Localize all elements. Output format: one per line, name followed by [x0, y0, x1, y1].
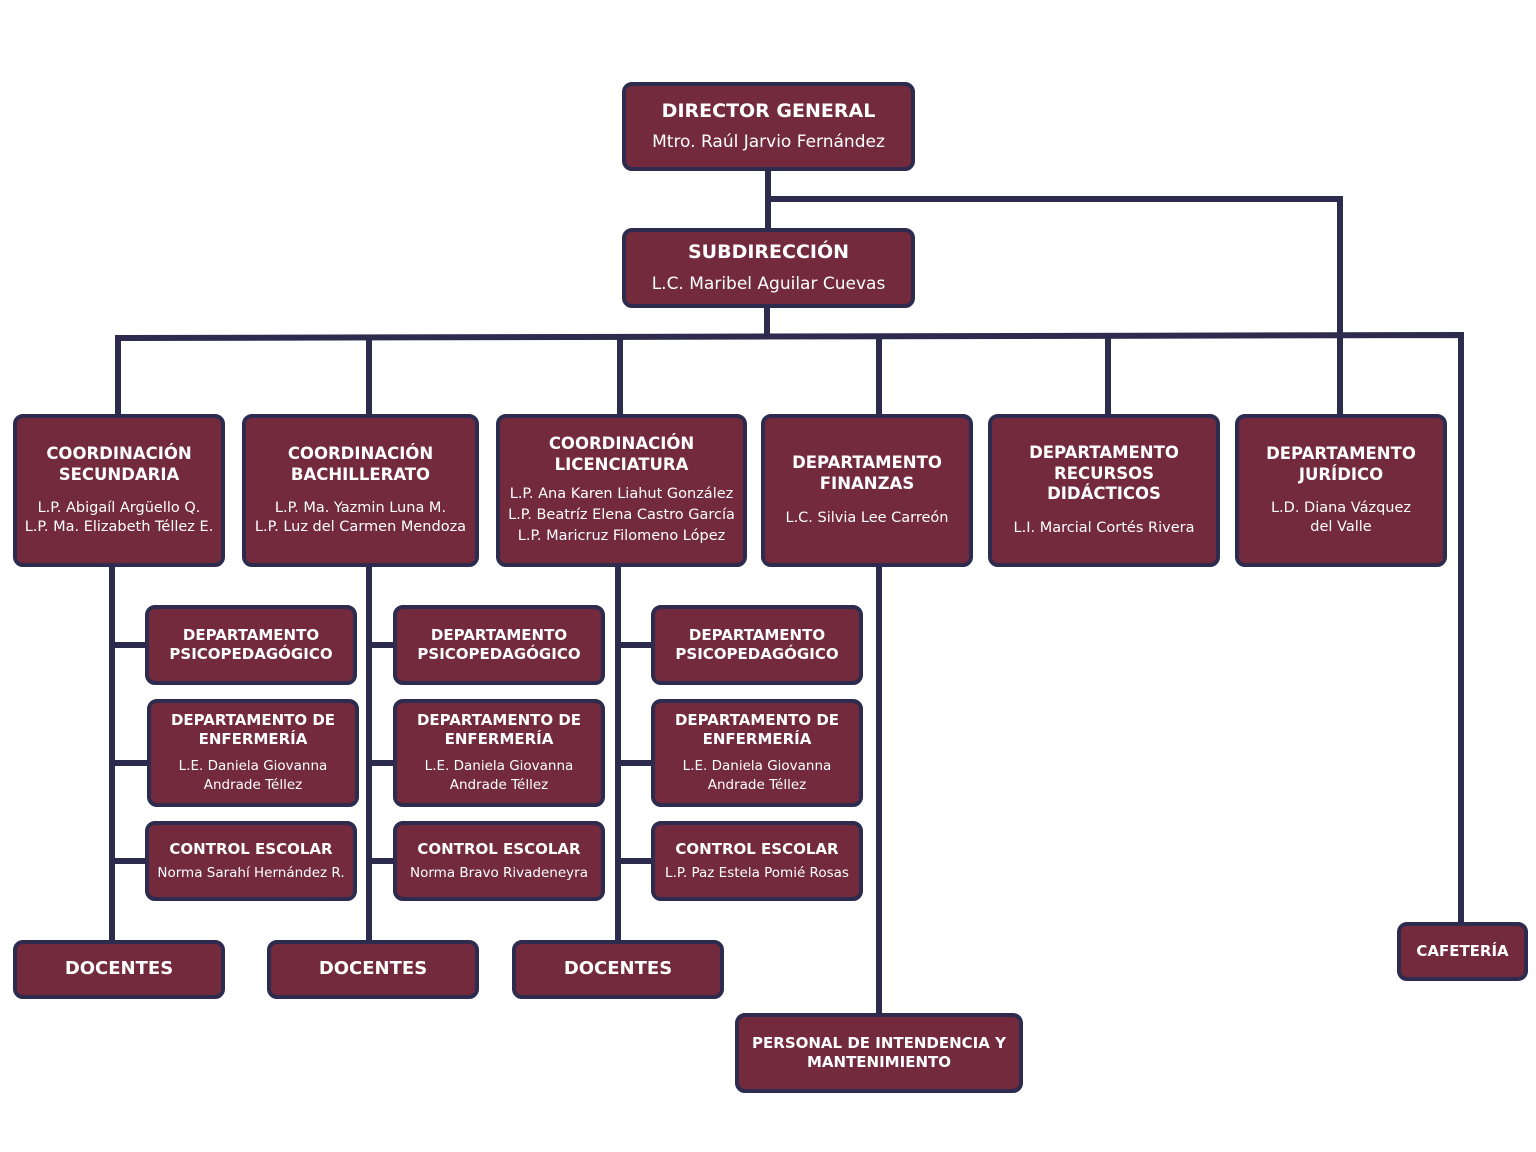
bachillerato-enfermeria-box: DEPARTAMENTO DE ENFERMERÍA L.E. Daniela …	[393, 699, 605, 807]
secundaria-names: L.P. Abigaíl Argüello Q. L.P. Ma. Elizab…	[24, 500, 214, 536]
secundaria-control-title: CONTROL ESCOLAR	[169, 839, 333, 858]
bachillerato-docentes-box: DOCENTES	[267, 940, 479, 999]
licenciatura-names: L.P. Ana Karen Liahut González L.P. Beat…	[508, 485, 735, 544]
secundaria-title: COORDINACIÓN SECUNDARIA	[46, 444, 192, 484]
coordinacion-licenciatura-box: COORDINACIÓN LICENCIATURA L.P. Ana Karen…	[496, 414, 747, 567]
finanzas-title: DEPARTAMENTO FINANZAS	[792, 453, 942, 494]
secundaria-docentes-title: DOCENTES	[64, 958, 174, 980]
secundaria-psicopedagogico-box: DEPARTAMENTO PSICOPEDAGÓGICO	[145, 605, 357, 685]
departamento-juridico-box: DEPARTAMENTO JURÍDICO L.D. Diana Vázquez…	[1235, 414, 1447, 567]
finanzas-name: L.C. Silvia Lee Carreón	[785, 509, 949, 526]
coordinacion-secundaria-box: COORDINACIÓN SECUNDARIA L.P. Abigaíl Arg…	[13, 414, 225, 567]
departamento-finanzas-box: DEPARTAMENTO FINANZAS L.C. Silvia Lee Ca…	[761, 414, 973, 567]
secundaria-psico-title: DEPARTAMENTO PSICOPEDAGÓGICO	[169, 626, 333, 663]
bachillerato-docentes-title: DOCENTES	[318, 958, 428, 980]
line-main-bus	[114, 331, 1464, 927]
licenciatura-control-box: CONTROL ESCOLAR L.P. Paz Estela Pomié Ro…	[651, 821, 863, 901]
director-general-box: DIRECTOR GENERAL Mtro. Raúl Jarvio Ferná…	[622, 82, 915, 171]
subdireccion-name: L.C. Maribel Aguilar Cuevas	[651, 273, 886, 294]
bachillerato-enfermeria-title: DEPARTAMENTO DE ENFERMERÍA	[416, 711, 582, 749]
licenciatura-enfermeria-box: DEPARTAMENTO DE ENFERMERÍA L.E. Daniela …	[651, 699, 863, 807]
recursos-name: L.I. Marcial Cortés Rivera	[1013, 520, 1195, 537]
secundaria-enfermeria-title: DEPARTAMENTO DE ENFERMERÍA	[170, 711, 336, 749]
subdireccion-title: SUBDIRECCIÓN	[687, 241, 850, 264]
coordinacion-bachillerato-box: COORDINACIÓN BACHILLERATO L.P. Ma. Yazmi…	[242, 414, 479, 567]
personal-title: PERSONAL DE INTENDENCIA Y MANTENIMIENTO	[752, 1034, 1006, 1071]
cafeteria-box: CAFETERÍA	[1397, 922, 1528, 981]
bachillerato-title: COORDINACIÓN BACHILLERATO	[287, 444, 434, 484]
licenciatura-control-title: CONTROL ESCOLAR	[675, 839, 839, 858]
bachillerato-psicopedagogico-box: DEPARTAMENTO PSICOPEDAGÓGICO	[393, 605, 605, 685]
secundaria-docentes-box: DOCENTES	[13, 940, 225, 999]
secundaria-enfermeria-name: L.E. Daniela Giovanna Andrade Téllez	[178, 757, 328, 793]
bachillerato-control-title: CONTROL ESCOLAR	[417, 839, 581, 858]
line-director-juridico	[765, 196, 1343, 419]
director-title: DIRECTOR GENERAL	[661, 99, 876, 122]
licenciatura-docentes-box: DOCENTES	[512, 940, 724, 999]
juridico-title: DEPARTAMENTO JURÍDICO	[1266, 444, 1416, 484]
director-name: Mtro. Raúl Jarvio Fernández	[652, 132, 885, 153]
personal-intendencia-box: PERSONAL DE INTENDENCIA Y MANTENIMIENTO	[735, 1013, 1023, 1093]
bachillerato-names: L.P. Ma. Yazmin Luna M. L.P. Luz del Car…	[254, 500, 467, 536]
cafeteria-title: CAFETERÍA	[1416, 942, 1509, 961]
licenciatura-docentes-title: DOCENTES	[563, 958, 673, 980]
bachillerato-enfermeria-name: L.E. Daniela Giovanna Andrade Téllez	[424, 757, 574, 793]
licenciatura-control-name: L.P. Paz Estela Pomié Rosas	[665, 864, 849, 881]
secundaria-enfermeria-box: DEPARTAMENTO DE ENFERMERÍA L.E. Daniela …	[147, 699, 359, 807]
bachillerato-control-box: CONTROL ESCOLAR Norma Bravo Rivadeneyra	[393, 821, 605, 901]
licenciatura-title: COORDINACIÓN LICENCIATURA	[548, 434, 695, 474]
secundaria-control-box: CONTROL ESCOLAR Norma Sarahí Hernández R…	[145, 821, 357, 901]
bachillerato-control-name: Norma Bravo Rivadeneyra	[410, 864, 588, 881]
secundaria-control-name: Norma Sarahí Hernández R.	[157, 864, 345, 881]
licenciatura-psicopedagogico-box: DEPARTAMENTO PSICOPEDAGÓGICO	[651, 605, 863, 685]
departamento-recursos-box: DEPARTAMENTO RECURSOS DIDÁCTICOS L.I. Ma…	[988, 414, 1220, 567]
subdireccion-box: SUBDIRECCIÓN L.C. Maribel Aguilar Cuevas	[622, 228, 915, 308]
licenciatura-enfermeria-name: L.E. Daniela Giovanna Andrade Téllez	[682, 757, 832, 793]
bachillerato-psico-title: DEPARTAMENTO PSICOPEDAGÓGICO	[417, 626, 581, 663]
licenciatura-enfermeria-title: DEPARTAMENTO DE ENFERMERÍA	[674, 711, 840, 749]
juridico-name: L.D. Diana Vázquez del Valle	[1270, 500, 1412, 536]
recursos-title: DEPARTAMENTO RECURSOS DIDÁCTICOS	[1029, 443, 1179, 504]
licenciatura-psico-title: DEPARTAMENTO PSICOPEDAGÓGICO	[675, 626, 839, 663]
